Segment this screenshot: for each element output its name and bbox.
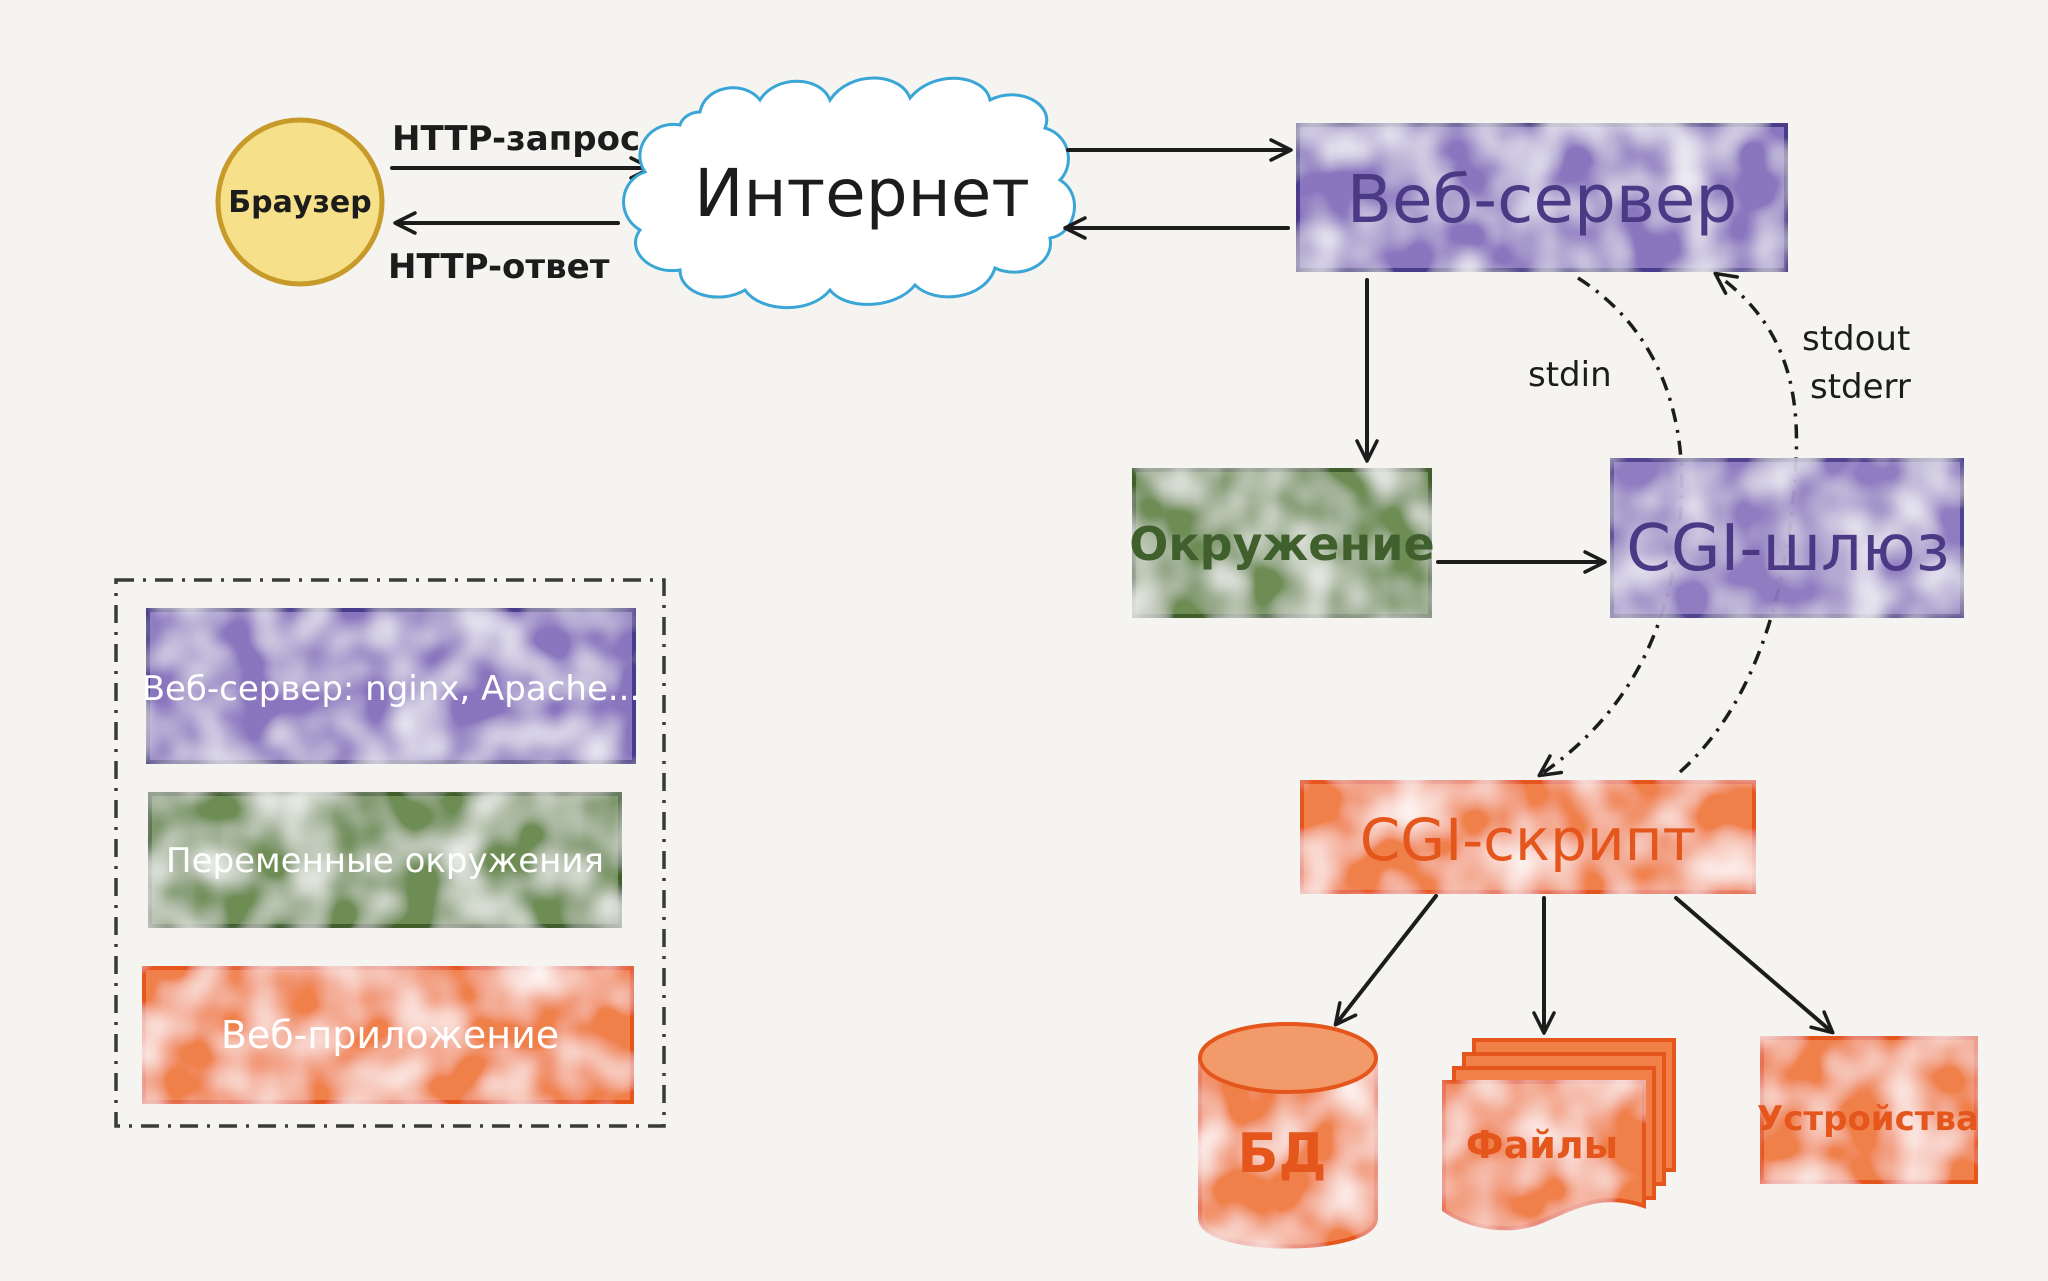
cgi-gateway-box: CGI-шлюз <box>1610 458 1964 618</box>
legend-item-env-vars: Переменные окружения <box>148 792 622 928</box>
files-label: Файлы <box>1466 1123 1618 1167</box>
cgi-gateway-label: CGI-шлюз <box>1626 512 1950 586</box>
db-label: БД <box>1237 1122 1326 1185</box>
browser-node: Браузер <box>215 117 385 287</box>
browser-label: Браузер <box>228 185 371 220</box>
web-server-label: Веб-сервер <box>1347 161 1738 238</box>
script-resource-arrows <box>1333 894 1835 1035</box>
devices-label: Устройства <box>1757 1099 1979 1139</box>
stderr-label: stderr <box>1810 367 1911 407</box>
http-arrows: HTTP-запрос HTTP-ответ <box>388 119 653 287</box>
legend-item-web-app: Веб-приложение <box>142 966 634 1104</box>
stdin-label: stdin <box>1528 355 1612 395</box>
legend: Веб-сервер: nginx, Apache... Переменные … <box>114 578 666 1128</box>
legend-web-server-label: Веб-сервер: nginx, Apache... <box>142 669 641 709</box>
files-node: Файлы <box>1442 1038 1676 1231</box>
cgi-script-box: CGI-скрипт <box>1300 780 1756 894</box>
stdout-label: stdout <box>1802 319 1910 359</box>
stdout-stderr-flow <box>1678 271 1799 774</box>
script-to-db-arrow <box>1333 894 1438 1027</box>
http-response-label: HTTP-ответ <box>388 247 610 287</box>
http-request-label: HTTP-запрос <box>392 119 640 159</box>
devices-node: Устройства <box>1757 1036 1979 1184</box>
db-node: БД <box>1198 1022 1378 1249</box>
internet-label: Интернет <box>694 155 1030 232</box>
internet-cloud: Интернет <box>622 76 1076 310</box>
cgi-script-label: CGI-скрипт <box>1360 806 1697 874</box>
legend-env-vars-label: Переменные окружения <box>166 841 604 881</box>
web-server-box: Веб-сервер <box>1296 123 1788 272</box>
legend-web-app-label: Веб-приложение <box>221 1013 559 1057</box>
legend-border <box>114 578 666 1128</box>
environment-box: Окружение <box>1129 468 1435 618</box>
legend-item-web-server: Веб-сервер: nginx, Apache... <box>142 608 641 764</box>
internet-server-arrows <box>1063 138 1293 240</box>
environment-label: Окружение <box>1129 517 1434 571</box>
script-to-devices-arrow <box>1674 896 1835 1035</box>
